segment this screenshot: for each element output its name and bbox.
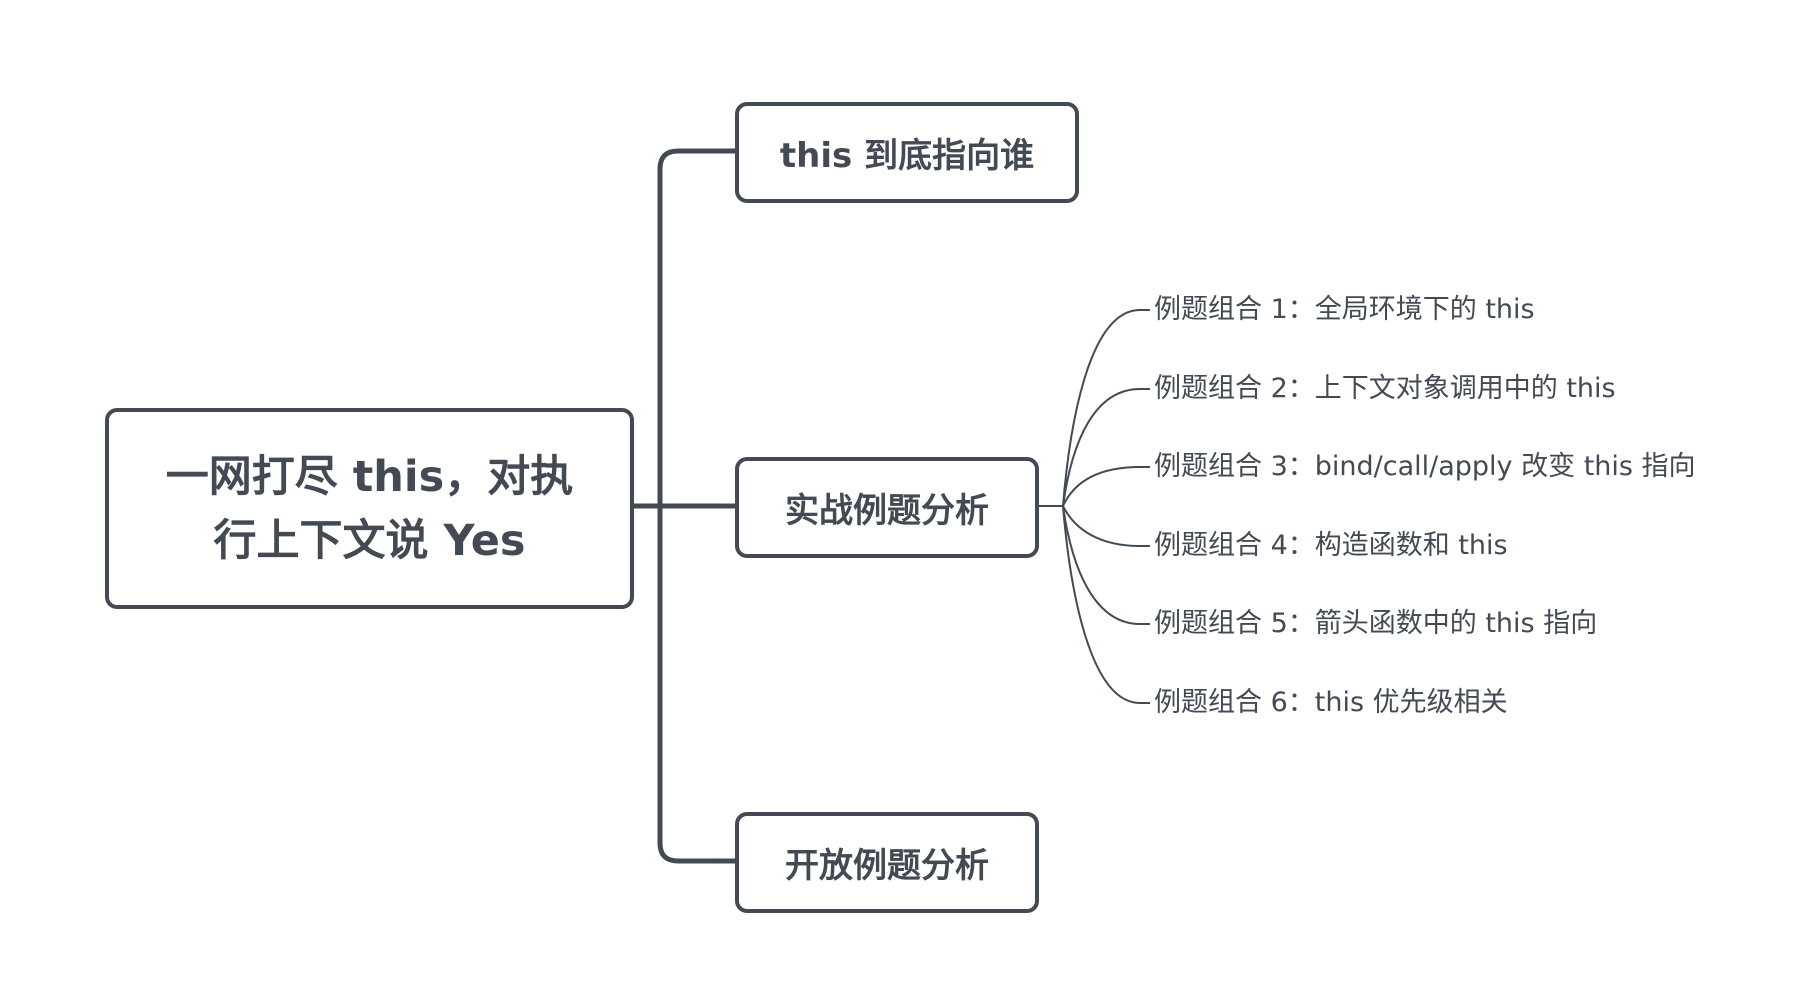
leaf-node-example-3[interactable]: 例题组合 3：bind/call/apply 改变 this 指向 <box>1154 451 1696 482</box>
branch-node-label: 开放例题分析 <box>785 846 989 886</box>
connector-leaf-1 <box>1062 309 1150 507</box>
leaf-node-example-4[interactable]: 例题组合 4：构造函数和 this <box>1154 530 1508 561</box>
root-node[interactable]: 一网打尽 this，对执行上下文说 Yes <box>105 408 634 609</box>
leaf-node-example-6[interactable]: 例题组合 6：this 优先级相关 <box>1154 687 1508 718</box>
leaf-node-example-2[interactable]: 例题组合 2：上下文对象调用中的 this <box>1154 373 1616 404</box>
connector-leaf-3 <box>1062 466 1150 507</box>
root-node-title: 一网打尽 this，对执行上下文说 Yes <box>165 451 574 566</box>
connector-leaf-2 <box>1062 388 1150 507</box>
branch-node-label: this 到底指向谁 <box>779 136 1035 176</box>
branch-node-open-examples[interactable]: 开放例题分析 <box>735 812 1039 913</box>
branch-node-label: 实战例题分析 <box>785 491 989 531</box>
leaf-node-example-5[interactable]: 例题组合 5：箭头函数中的 this 指向 <box>1154 608 1598 639</box>
branch-node-this-pointing[interactable]: this 到底指向谁 <box>735 102 1079 203</box>
connector-leaf-5 <box>1062 505 1150 625</box>
leaf-node-example-1[interactable]: 例题组合 1：全局环境下的 this <box>1154 294 1535 325</box>
branch-node-practice-examples[interactable]: 实战例题分析 <box>735 457 1039 558</box>
connector-leaf-4 <box>1062 505 1150 547</box>
connector-leaf-6 <box>1062 505 1150 704</box>
